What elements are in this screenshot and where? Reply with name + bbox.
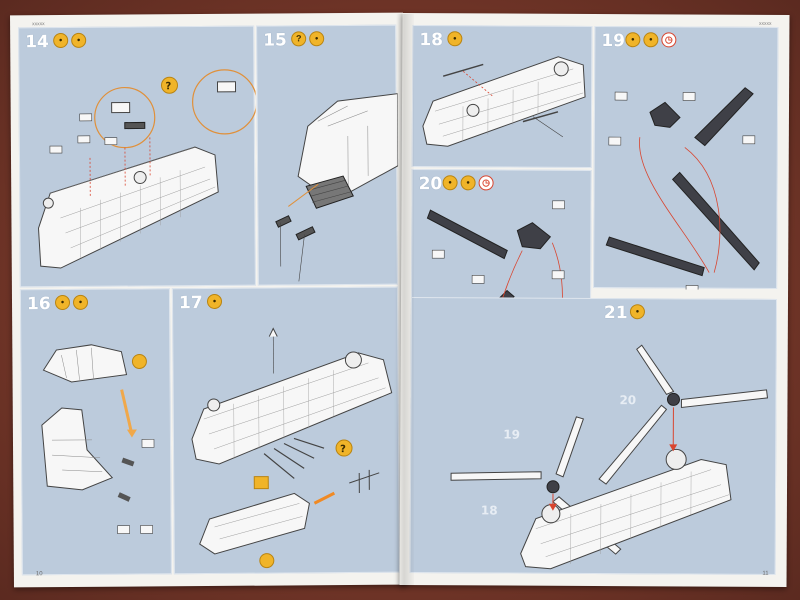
step-17-panel: 17 • ? — [171, 286, 400, 575]
step-19-panel: 19 • • ◷ — [593, 25, 779, 290]
step-21-diagram: 20 19 18 — [450, 344, 769, 570]
step-17-diagram: ? — [191, 327, 393, 569]
left-page: xxxxx 14 • • ? — [10, 12, 407, 588]
step-21-callout: 20 — [619, 393, 636, 407]
step-15-panel: 15 ? • — [256, 24, 399, 286]
svg-text:?: ? — [165, 81, 171, 92]
step-18-panel: 18 • — [411, 25, 593, 168]
step-21-panel: 20 19 18 21 • — [409, 297, 778, 575]
svg-text:?: ? — [340, 444, 346, 455]
paint-icon: • — [629, 304, 645, 320]
page-fold — [396, 14, 414, 586]
step-21-callout: 18 — [481, 503, 498, 517]
step-16-panel: 16 • • — [19, 288, 172, 576]
step-15-diagram — [275, 93, 399, 282]
right-page-number: 11 — [762, 570, 769, 577]
step-14-diagram: ? — [37, 69, 257, 269]
step-21-number: 21 — [603, 303, 628, 324]
step-14-panel: 14 • • ? — [18, 25, 257, 288]
step-18-diagram — [422, 56, 586, 147]
step-21-callout: 19 — [503, 428, 520, 442]
step-19-diagram — [605, 87, 760, 290]
left-page-number: 10 — [35, 571, 43, 578]
right-page: xxxxx 18 • 19 • • ◷ — [399, 12, 790, 588]
step-16-diagram — [41, 344, 155, 534]
